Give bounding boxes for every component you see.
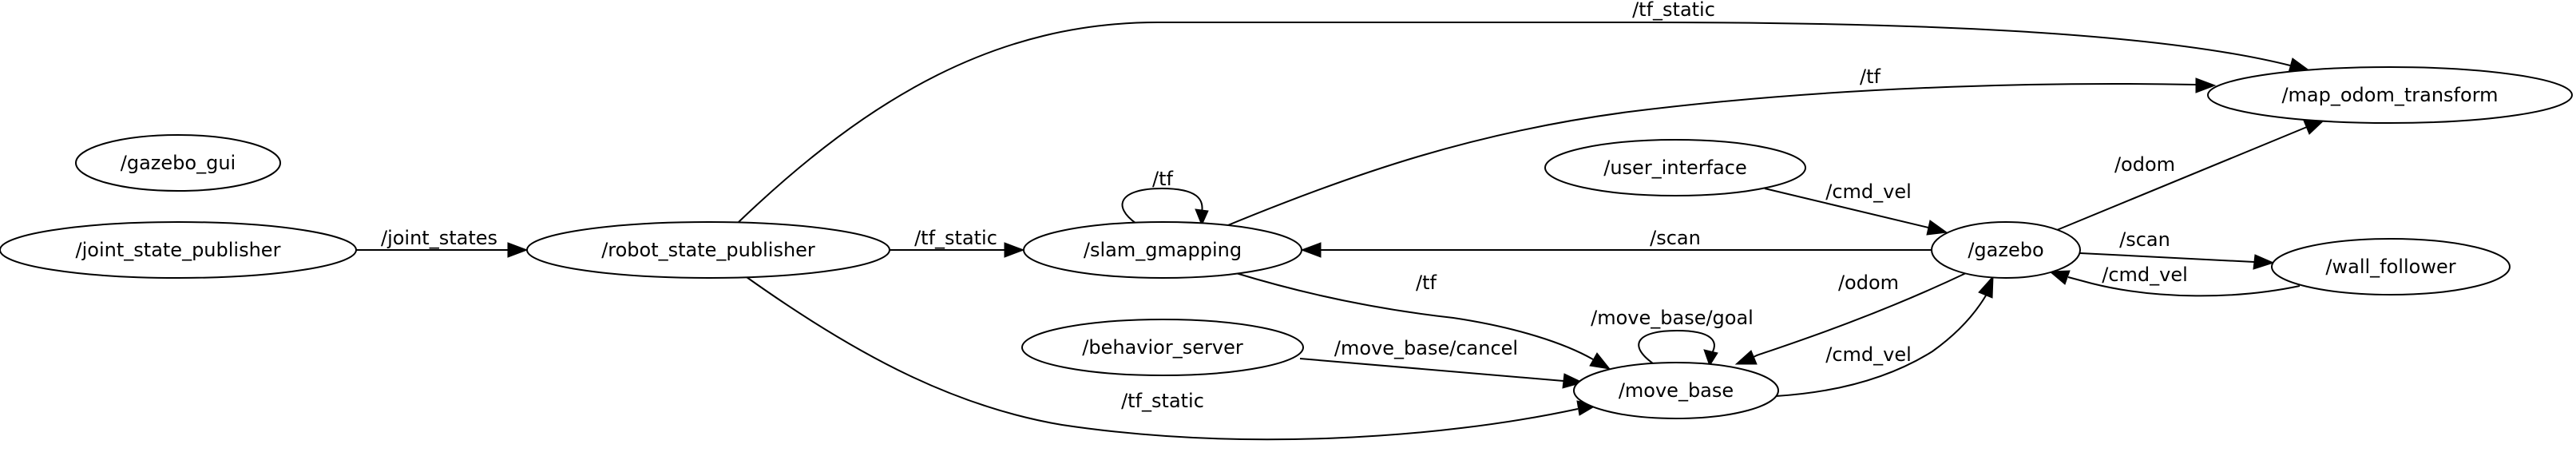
node-wall-follower[interactable]: /wall_follower bbox=[2271, 238, 2511, 295]
node-gazebo-label: /gazebo bbox=[1968, 239, 2043, 261]
edge-behavior-move-arrowhead bbox=[1562, 373, 1584, 389]
node-user-interface-label: /user_interface bbox=[1603, 157, 1746, 179]
edge-gazebo-move-line bbox=[1753, 272, 1967, 358]
node-slam-gmapping[interactable]: /slam_gmapping bbox=[1023, 221, 1302, 279]
node-robot-state-publisher-ellipse bbox=[526, 221, 890, 279]
node-wall-follower-label: /wall_follower bbox=[2325, 256, 2455, 278]
edge-label-slam-self-tf: /tf bbox=[1152, 168, 1173, 190]
edge-slam-self-tf: /tf bbox=[1121, 168, 1209, 227]
node-user-interface-ellipse bbox=[1544, 139, 1806, 196]
edge-label-gazebo-slam-scan: /scan bbox=[1650, 227, 1701, 249]
node-map-odom-transform-ellipse bbox=[2207, 66, 2573, 124]
node-joint-state-publisher-label: /joint_state_publisher bbox=[76, 239, 281, 261]
edge-rsp-slam-arrowhead bbox=[1004, 242, 1025, 258]
edge-ui-gazebo-arrowhead bbox=[1926, 220, 1948, 236]
edge-rsp-move-line bbox=[746, 276, 1579, 441]
edge-gazebo-map-arrowhead bbox=[2303, 119, 2326, 135]
edge-wall-gazebo-cmd-vel: /cmd_vel bbox=[2048, 264, 2301, 297]
edge-slam-move-tf: /tf bbox=[1235, 272, 1611, 370]
edge-slam-self-arrowhead bbox=[1195, 208, 1209, 227]
edge-label-gazebo-wall-scan: /scan bbox=[2119, 228, 2170, 251]
edge-gazebo-slam-arrowhead bbox=[1300, 242, 1322, 258]
node-move-base-ellipse bbox=[1573, 362, 1779, 419]
edge-gazebo-slam-scan: /scan bbox=[1300, 227, 1933, 258]
edge-wall-gazebo-arrowhead bbox=[2048, 270, 2071, 285]
edge-gazebo-move-arrowhead bbox=[1734, 350, 1758, 365]
edge-rsp-map-tf-static: /tf_static bbox=[738, 0, 2312, 223]
edge-gazebo-map-line bbox=[2056, 126, 2308, 231]
edge-label-wall-gazebo-cmd-vel: /cmd_vel bbox=[2102, 264, 2188, 286]
edge-label-behavior-move-cancel: /move_base/cancel bbox=[1334, 337, 1518, 359]
edge-move-gazebo-cmd-vel: /cmd_vel bbox=[1775, 275, 1994, 397]
node-joint-state-publisher-ellipse bbox=[0, 221, 357, 279]
edge-slam-self-line bbox=[1121, 187, 1203, 224]
edge-ui-gazebo-cmd-vel: /cmd_vel bbox=[1764, 180, 1948, 236]
edge-label-move-gazebo-cmd-vel: /cmd_vel bbox=[1825, 343, 1912, 366]
edge-behavior-move-line bbox=[1299, 358, 1564, 382]
node-behavior-server-ellipse bbox=[1021, 319, 1304, 376]
node-move-base-label: /move_base bbox=[1619, 379, 1734, 402]
node-move-base[interactable]: /move_base bbox=[1573, 362, 1779, 419]
node-joint-state-publisher[interactable]: /joint_state_publisher bbox=[0, 221, 357, 279]
edge-ui-gazebo-line bbox=[1764, 188, 1929, 228]
edge-move-gazebo-line bbox=[1775, 295, 1987, 397]
edge-gazebo-wall-scan: /scan bbox=[2079, 228, 2275, 270]
node-gazebo-gui-ellipse bbox=[75, 134, 281, 192]
node-slam-gmapping-label: /slam_gmapping bbox=[1084, 239, 1242, 261]
node-user-interface[interactable]: /user_interface bbox=[1544, 139, 1806, 196]
edge-label-move-self-goal: /move_base/goal bbox=[1591, 307, 1754, 329]
edge-label-rsp-move-tf-static: /tf_static bbox=[1121, 390, 1204, 412]
node-gazebo-ellipse bbox=[1931, 221, 2081, 279]
edge-slam-map-line bbox=[1223, 83, 2197, 228]
edge-gazebo-wall-line bbox=[2079, 252, 2255, 263]
edge-label-gazebo-move-odom: /odom bbox=[1838, 272, 1899, 294]
edge-behavior-move-cancel: /move_base/cancel bbox=[1299, 337, 1584, 389]
edge-label-rsp-slam-tf-static: /tf_static bbox=[914, 227, 997, 249]
edge-move-gazebo-arrowhead bbox=[1978, 275, 1994, 299]
edge-slam-move-arrowhead bbox=[1589, 352, 1611, 370]
node-wall-follower-ellipse bbox=[2271, 238, 2511, 295]
edge-move-self-arrowhead bbox=[1703, 349, 1718, 367]
edge-rsp-map-line bbox=[738, 22, 2291, 223]
edge-label-ui-gazebo-cmd-vel: /cmd_vel bbox=[1825, 180, 1912, 203]
edge-slam-map-arrowhead bbox=[2195, 77, 2217, 93]
node-behavior-server[interactable]: /behavior_server bbox=[1021, 319, 1304, 376]
edge-move-self-line bbox=[1638, 329, 1715, 364]
edge-gazebo-wall-arrowhead bbox=[2253, 254, 2275, 270]
edge-move-self-goal: /move_base/goal bbox=[1591, 307, 1754, 367]
edge-label-slam-map-tf: /tf bbox=[1860, 65, 1880, 88]
edge-slam-map-tf: /tf bbox=[1223, 65, 2217, 228]
edge-gazebo-map-odom: /odom bbox=[2056, 119, 2326, 231]
edge-label-rsp-map-tf-static: /tf_static bbox=[1632, 0, 1715, 21]
edge-wall-gazebo-line bbox=[2067, 276, 2301, 297]
node-robot-state-publisher-label: /robot_state_publisher bbox=[601, 239, 815, 261]
edge-slam-move-line bbox=[1235, 272, 1594, 360]
edge-label-slam-move-tf: /tf bbox=[1416, 272, 1437, 294]
node-map-odom-transform-label: /map_odom_transform bbox=[2281, 84, 2498, 106]
node-robot-state-publisher[interactable]: /robot_state_publisher bbox=[526, 221, 890, 279]
node-slam-gmapping-ellipse bbox=[1023, 221, 1302, 279]
edge-gazebo-move-odom: /odom bbox=[1734, 272, 1967, 365]
edge-joint-states-arrowhead bbox=[507, 242, 529, 258]
node-gazebo-gui-label: /gazebo_gui bbox=[121, 152, 236, 174]
node-map-odom-transform[interactable]: /map_odom_transform bbox=[2207, 66, 2573, 124]
edge-label-joint-states: /joint_states bbox=[381, 227, 497, 249]
edge-label-gazebo-map-odom: /odom bbox=[2114, 153, 2175, 176]
node-behavior-server-label: /behavior_server bbox=[1082, 336, 1243, 359]
node-gazebo-gui[interactable]: /gazebo_gui bbox=[75, 134, 281, 192]
node-gazebo[interactable]: /gazebo bbox=[1931, 221, 2081, 279]
edge-joint-states: /joint_states bbox=[356, 227, 529, 258]
